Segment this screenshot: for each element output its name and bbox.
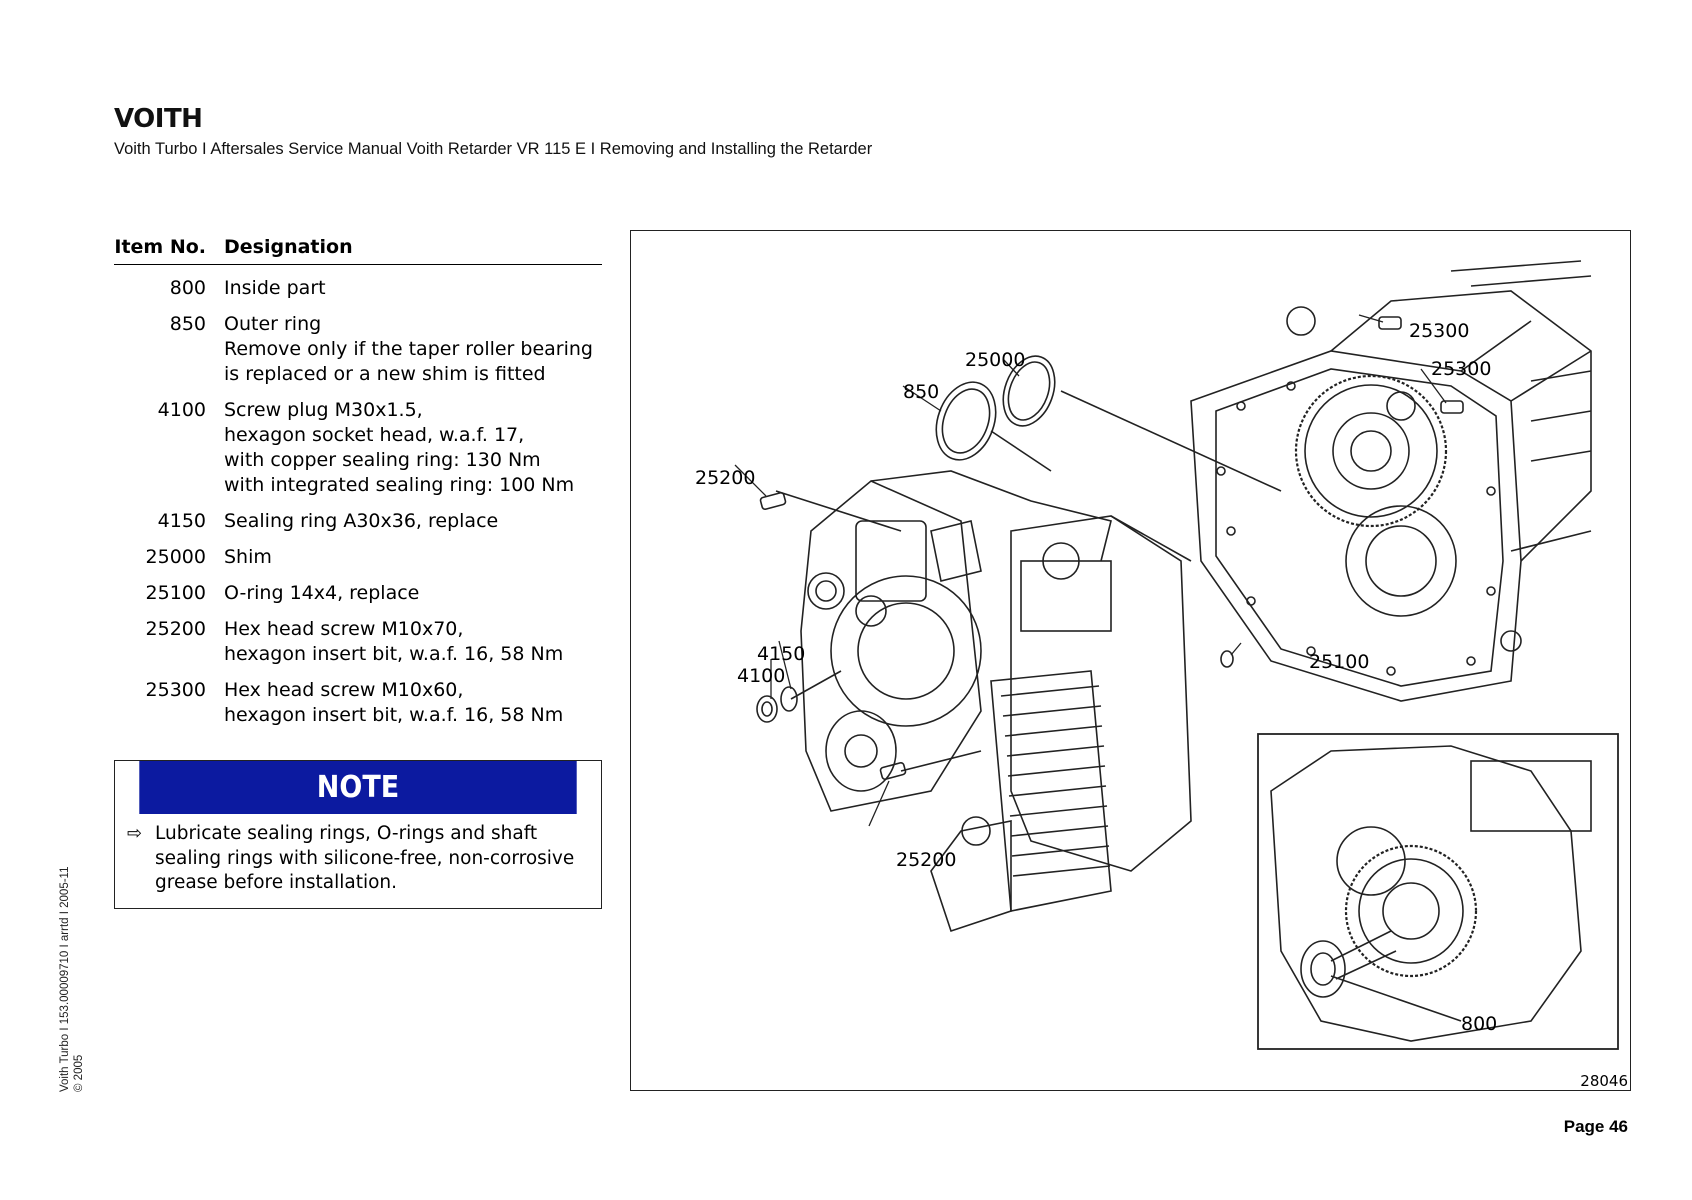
item-designation: Screw plug M30x1.5, hexagon socket head, … bbox=[224, 398, 574, 498]
table-row: 25200 Hex head screw M10x70, hexagon inser… bbox=[114, 617, 602, 667]
arrow-right-icon: ⇨ bbox=[127, 823, 143, 844]
designation-line: hexagon insert bit, w.a.f. 16, 58 Nm bbox=[224, 704, 564, 726]
item-number: 4150 bbox=[157, 510, 206, 532]
copyright-line: © 2005 bbox=[73, 1054, 85, 1092]
designation-line: is replaced or a new shim is fitted bbox=[224, 363, 546, 385]
table-row: 25000 Shim bbox=[114, 545, 602, 570]
exploded-view-figure: 25000 850 25300 25300 25200 25200 4150 4… bbox=[630, 230, 1631, 1091]
callout-25300-a: 25300 bbox=[1409, 320, 1470, 342]
callout-800: 800 bbox=[1461, 1013, 1498, 1035]
callout-25200-a: 25200 bbox=[695, 467, 756, 489]
item-number: 800 bbox=[169, 277, 206, 299]
callout-25300-b: 25300 bbox=[1431, 358, 1492, 380]
designation-line: Shim bbox=[224, 546, 272, 568]
note-title: NOTE bbox=[139, 761, 577, 814]
designation-line: Remove only if the taper roller bearing bbox=[224, 338, 593, 360]
document-subtitle: Voith Turbo I Aftersales Service Manual … bbox=[114, 140, 873, 158]
item-number: 25100 bbox=[145, 582, 206, 604]
leader-lines bbox=[734, 314, 1447, 827]
voith-logo: VOITH bbox=[114, 104, 203, 134]
table-row: 4150 Sealing ring A30x36, replace bbox=[114, 509, 602, 534]
document-reference: Voith Turbo I 153.00009710 I arrtd I 200… bbox=[58, 867, 86, 1092]
item-designation: Shim bbox=[224, 545, 272, 570]
document-reference-line: Voith Turbo I 153.00009710 I arrtd I 200… bbox=[59, 866, 71, 1092]
transmission-housing bbox=[1190, 260, 1592, 702]
callout-25000: 25000 bbox=[965, 349, 1026, 371]
table-row: 25100 O-ring 14x4, replace bbox=[114, 581, 602, 606]
inset-detail bbox=[1257, 733, 1619, 1050]
item-number: 25300 bbox=[145, 679, 206, 701]
callout-4100: 4100 bbox=[737, 665, 786, 687]
item-designation: O-ring 14x4, replace bbox=[224, 581, 419, 606]
item-designation: Hex head screw M10x60, hexagon insert bit… bbox=[224, 678, 563, 728]
item-number: 850 bbox=[169, 313, 206, 335]
designation-line: Hex head screw M10x60, bbox=[224, 679, 464, 701]
note-box: NOTE ⇨ Lubricate sealing rings, O-rings … bbox=[114, 760, 602, 909]
table-row: 4100 Screw plug M30x1.5, hexagon socket he… bbox=[114, 398, 602, 498]
designation-line: Screw plug M30x1.5, bbox=[224, 399, 423, 421]
parts-table: Item No. Designation 800 Inside part 850 Ou… bbox=[114, 236, 602, 728]
table-row: 25300 Hex head screw M10x60, hexagon inser… bbox=[114, 678, 602, 728]
item-designation: Hex head screw M10x70, hexagon insert bit… bbox=[224, 617, 563, 667]
designation-line: hexagon socket head, w.a.f. 17, bbox=[224, 424, 525, 446]
designation-line: Inside part bbox=[224, 277, 326, 299]
callout-4150: 4150 bbox=[757, 643, 806, 665]
callout-25200-b: 25200 bbox=[896, 849, 957, 871]
parts-table-header: Item No. Designation bbox=[114, 236, 602, 265]
item-number: 4100 bbox=[157, 399, 206, 421]
callout-25100: 25100 bbox=[1309, 651, 1370, 673]
designation-line: O-ring 14x4, replace bbox=[224, 582, 420, 604]
designation-line: with copper sealing ring: 130 Nm bbox=[224, 449, 541, 471]
designation-line: with integrated sealing ring: 100 Nm bbox=[224, 474, 575, 496]
item-designation: Sealing ring A30x36, replace bbox=[224, 509, 498, 534]
table-row: 800 Inside part bbox=[114, 276, 602, 301]
note-body: ⇨ Lubricate sealing rings, O-rings and s… bbox=[115, 814, 601, 896]
item-designation: Inside part bbox=[224, 276, 326, 301]
designation-line: Outer ring bbox=[224, 313, 322, 335]
page-number: Page 46 bbox=[1563, 1117, 1628, 1136]
oil-cooler bbox=[930, 670, 1112, 933]
designation-line: hexagon insert bit, w.a.f. 16, 58 Nm bbox=[224, 643, 564, 665]
item-number: 25200 bbox=[145, 618, 206, 640]
note-line: Lubricate sealing rings, O-rings and sha… bbox=[155, 823, 538, 844]
retarder-body bbox=[800, 470, 1192, 872]
bolt-25300 bbox=[1378, 316, 1464, 414]
header-item-no: Item No. bbox=[114, 236, 206, 258]
item-number: 25000 bbox=[145, 546, 206, 568]
callout-850: 850 bbox=[903, 381, 940, 403]
figure-number: 28046 bbox=[1580, 1072, 1628, 1090]
retarder-drawing bbox=[734, 260, 1619, 1050]
note-line: sealing rings with silicone-free, non-co… bbox=[155, 847, 575, 869]
designation-line: Sealing ring A30x36, replace bbox=[224, 510, 499, 532]
screws-25200-plug-4100 bbox=[756, 490, 1234, 781]
designation-line: Hex head screw M10x70, bbox=[224, 618, 464, 640]
header-designation: Designation bbox=[224, 236, 353, 258]
note-line: grease before installation. bbox=[155, 872, 398, 893]
rings-850-25000 bbox=[935, 355, 1282, 492]
